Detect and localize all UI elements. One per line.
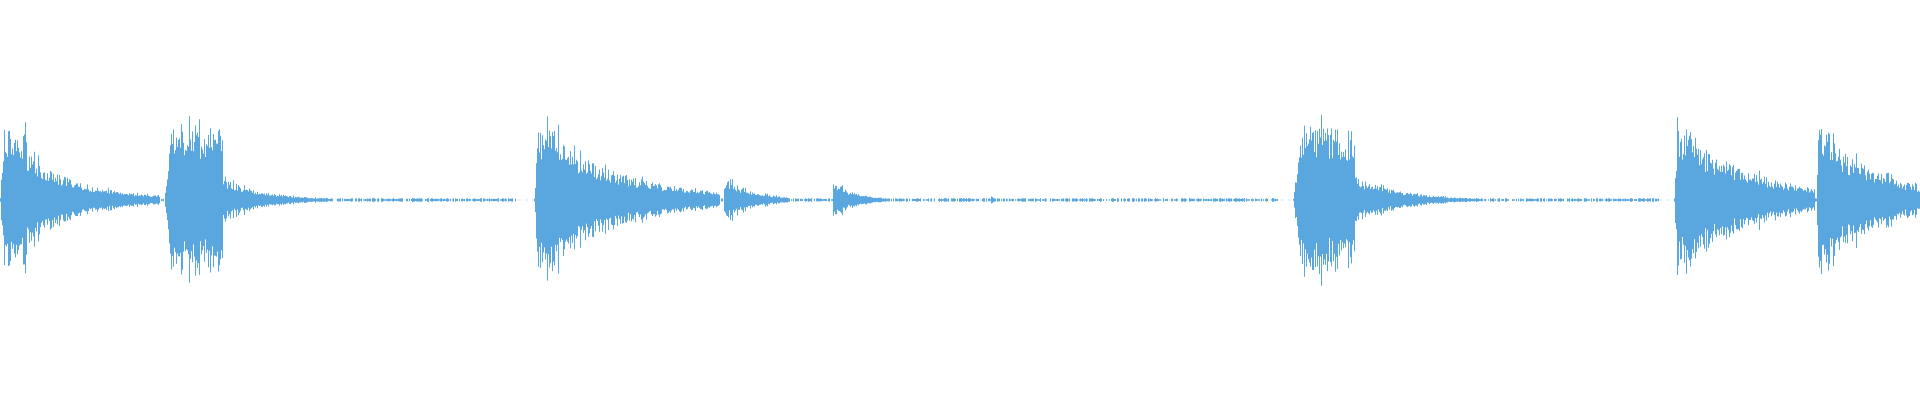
waveform-bars (0, 114, 1920, 286)
waveform-trace (0, 114, 1920, 286)
